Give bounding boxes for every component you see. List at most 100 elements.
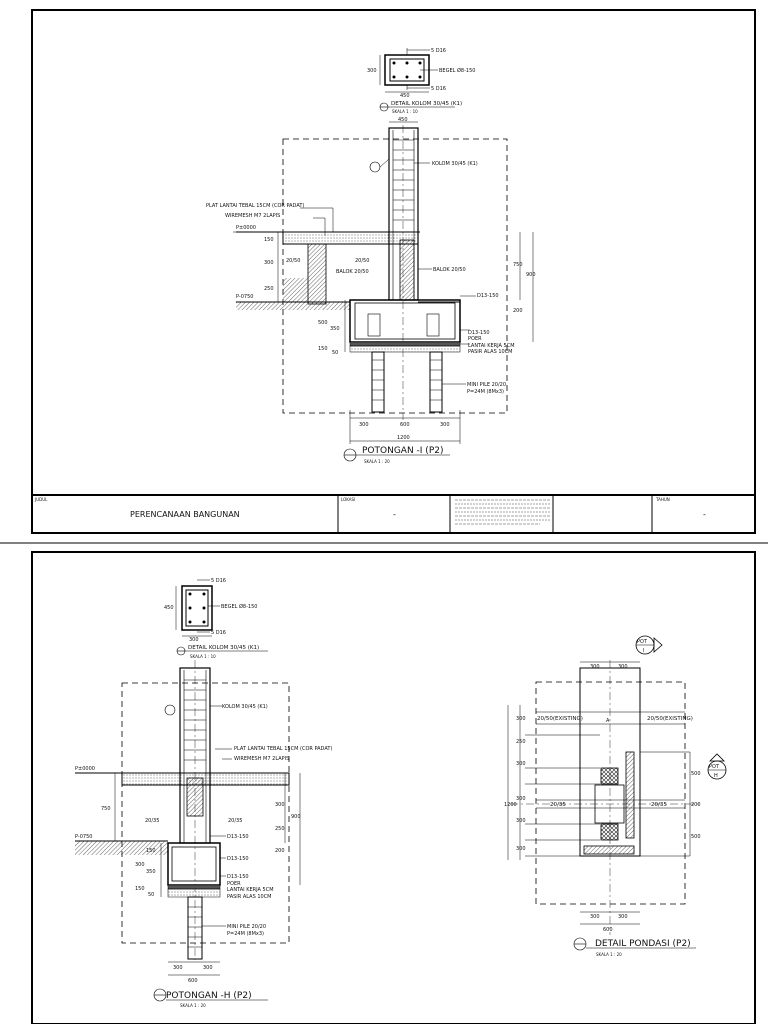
stirrup-label: BEGEL Ø8-150	[439, 67, 475, 74]
dim-bottom-2: 300	[440, 422, 450, 428]
dim-left-p-4: 300	[516, 846, 526, 852]
rebar-bottom-label-2: 5 D16	[211, 630, 226, 636]
dim-right-h-0: 300	[275, 802, 285, 808]
pot-i-top: POT	[637, 639, 648, 645]
potongan-h-title: POTONGAN -H (P2)	[166, 991, 252, 1001]
dim-top: 450	[398, 117, 408, 123]
depth-label: P=24M (8Mx3)	[467, 389, 504, 395]
detail-pondasi-drawing: 20/50(EXISTING) 20/50(EXISTING) 20/35 20…	[504, 635, 727, 957]
level-label-1: P±0000	[236, 225, 256, 231]
sheet-2: 5 D16 BEGEL Ø8-150 5 D16 450 300 DETAIL …	[31, 551, 756, 1024]
dim-bottom-h-0: 300	[173, 965, 183, 971]
dim-left-p-2: 300	[516, 796, 526, 802]
dim-left-p-1: 300	[516, 761, 526, 767]
dim-left-h-0: 750	[101, 806, 111, 812]
detail-kolom-scale-2: SKALA 1 : 10	[190, 654, 216, 659]
balok-right-label: 20/35	[651, 802, 667, 808]
sloof-left-label: 20/50(EXISTING)	[537, 716, 583, 722]
lantai-kerja-label-2: LANTAI KERJA 5CM	[227, 887, 274, 893]
pasir-label-2: PASIR ALAS 10CM	[227, 894, 272, 900]
plat-label: PLAT LANTAI TEBAL 15CM (COR PADAT)	[206, 203, 304, 209]
dim-right-h-3: 200	[275, 848, 285, 854]
judul-value: PERENCANAAN BANGUNAN	[130, 510, 240, 519]
detail-kolom-1: 5 D16 BEGEL Ø8-150 5 D16 300 450 DETAIL …	[367, 48, 475, 114]
dim-left-p-total: 1200	[504, 802, 517, 808]
d13-top-label: D13-150	[477, 293, 499, 299]
depth-label-2: P=24M (8Mx3)	[227, 931, 264, 937]
balok-label-2: BALOK 20/50	[336, 269, 369, 275]
dim-left-0: 150	[264, 237, 274, 243]
minipile-label-2: MINI PILE 20/20	[227, 924, 266, 930]
marker-a: A	[606, 718, 610, 724]
dim-right-p-1: 200	[691, 802, 701, 808]
kolom-label: KOLOM 30/45 (K1)	[432, 161, 478, 167]
dim-bottom-p-1: 300	[618, 914, 628, 920]
lantai-kerja-label: LANTAI KERJA 5CM	[468, 343, 515, 349]
dim-right-h-1: 900	[291, 814, 301, 820]
potongan-scale: SKALA 1 : 20	[364, 459, 390, 464]
sloof-right-label: 20/50(EXISTING)	[647, 716, 693, 722]
dim-left-h-3: 350	[146, 869, 156, 875]
dim-bottom-0: 300	[359, 422, 369, 428]
dim-height: 300	[367, 68, 377, 74]
dim-right-2: 200	[513, 308, 523, 314]
dim-width: 450	[400, 93, 410, 99]
dim-left-p-0: 250	[516, 739, 526, 745]
balok-label: BALOK 20/50	[433, 267, 466, 273]
d13-bottom-label: D13-150	[468, 330, 490, 336]
detail-kolom-2: 5 D16 BEGEL Ø8-150 5 D16 450 300 DETAIL …	[164, 578, 268, 659]
dim-left-1: 300	[264, 260, 274, 266]
dim-right-0: 750	[513, 262, 523, 268]
dim-left-6: 50	[332, 350, 338, 356]
rebar-top-label: 5 D16	[431, 48, 446, 54]
dim-left-3: 500	[318, 320, 328, 326]
dim-total-h: 600	[188, 978, 198, 984]
sloof-label: 20/50	[286, 258, 300, 264]
pasir-label: PASIR ALAS 10CM	[468, 349, 513, 355]
rebar-top-label-2: 5 D16	[211, 578, 226, 584]
dim-bottom-1: 600	[400, 422, 410, 428]
dim-total: 1200	[397, 435, 410, 441]
potongan-title: POTONGAN -I (P2)	[362, 446, 444, 456]
dim-left-h-1: 150	[146, 848, 156, 854]
plat-label-2: PLAT LANTAI TEBAL 15CM (COR PADAT)	[234, 746, 332, 752]
level-label-4: P-0750	[75, 834, 92, 840]
dim-left-4: 350	[330, 326, 340, 332]
poer-label: POER	[468, 336, 482, 342]
dim-right-p-0: 500	[691, 771, 701, 777]
dim-right-h-2: 250	[275, 826, 285, 832]
rebar-bottom-label: 5 D16	[431, 86, 446, 92]
dim-bottom-h-1: 300	[203, 965, 213, 971]
pot-h-top: POT	[709, 764, 720, 770]
judul-label: JUDUL	[34, 497, 48, 502]
potongan-h-scale: SKALA 1 : 20	[180, 1003, 206, 1008]
sheet-2-border	[31, 551, 756, 1024]
dim-left-p-3: 300	[516, 818, 526, 824]
d13-label-a: D13-150	[227, 834, 249, 840]
detail-kolom-title-2: DETAIL KOLOM 30/45 (K1)	[188, 645, 259, 651]
detail-kolom-title: DETAIL KOLOM 30/45 (K1)	[391, 101, 462, 107]
d13-label-b: D13-150	[227, 856, 249, 862]
pondasi-title: DETAIL PONDASI (P2)	[595, 939, 691, 949]
wiremesh-label-2: WIREMESH M7 2LAPIS	[234, 756, 289, 762]
level-label-2: P-0750	[236, 294, 253, 300]
dim-right-p-2: 500	[691, 834, 701, 840]
wiremesh-label: WIREMESH M7 2LAPIS	[225, 213, 280, 219]
d13-label-c: D13-150	[227, 874, 249, 880]
sheet-1-border	[31, 9, 756, 534]
potongan-i-drawing: 450 KOLOM 30/45 (K1) P±0000 PLAT LANT	[206, 117, 536, 464]
detail-kolom-scale: SKALA 1 : 10	[392, 109, 418, 114]
tahun-value: -	[703, 510, 706, 519]
lokasi-label: LOKASI	[341, 497, 355, 502]
dim-left-5: 150	[318, 346, 328, 352]
minipile-label: MINI PILE 20/20	[467, 382, 506, 388]
sheet-1: 5 D16 BEGEL Ø8-150 5 D16 300 450 DETAIL …	[31, 9, 756, 534]
dim-bottom-p-0: 300	[590, 914, 600, 920]
dim-top-p-1: 300	[618, 664, 628, 670]
pot-h-bottom: H	[714, 773, 718, 779]
dim-left-p-300: 300	[516, 716, 526, 722]
dim-left-2: 250	[264, 286, 274, 292]
dim-left-h-2: 300	[135, 862, 145, 868]
dim-left-h-5: 50	[148, 892, 154, 898]
